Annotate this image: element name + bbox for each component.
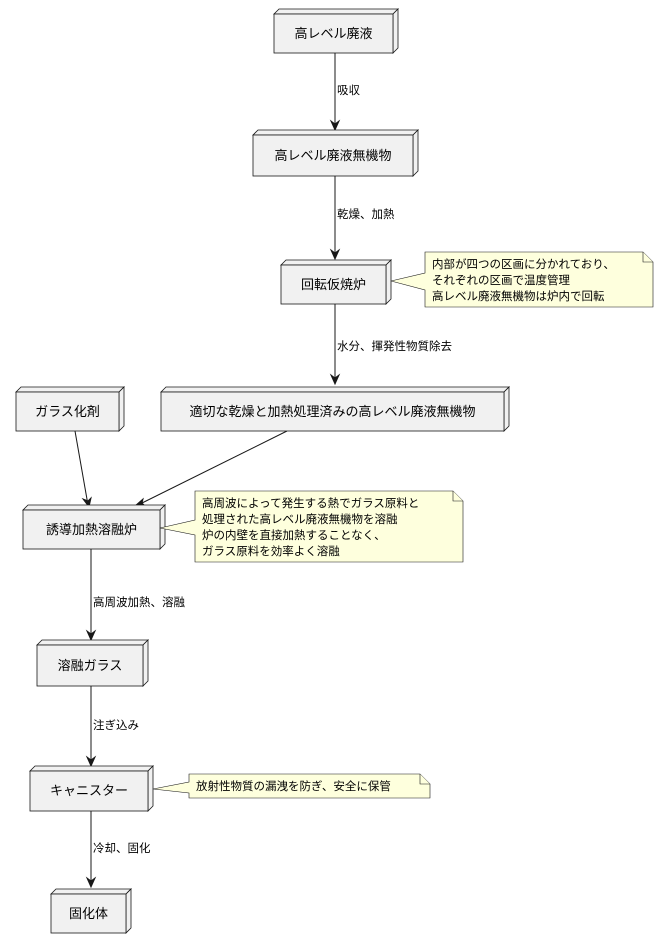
arrowhead	[85, 876, 97, 889]
edge-label-pour: 注ぎ込み	[93, 718, 139, 732]
node-label: 誘導加熱溶融炉	[46, 523, 137, 538]
node-label: 高レベル廃液	[294, 26, 372, 42]
edge-label-dry-heat: 乾燥、加熱	[337, 207, 395, 221]
note-line: 放射性物質の漏洩を防ぎ、安全に保管	[196, 779, 391, 793]
note-line: 炉の内壁を直接加熱することなく、	[202, 528, 386, 542]
edges: 吸収 乾燥、加熱 水分、揮発性物質除去 高周波加熱、溶融 注ぎ込み 冷却、固化	[74, 53, 452, 889]
node-label: 固化体	[69, 907, 108, 922]
note-canister: 放射性物質の漏洩を防ぎ、安全に保管	[152, 773, 431, 799]
node-processed: 適切な乾燥と加熱処理済みの高レベル廃液無機物	[160, 386, 510, 432]
node-label: 回転仮焼炉	[301, 278, 366, 293]
node-hlw-inorganic: 高レベル廃液無機物	[252, 129, 419, 177]
note-line: ガラス原料を効率よく溶融	[202, 544, 340, 558]
note-melter: 高周波によって発生する熱でガラス原料と 処理された高レベル廃液無機物を溶融 炉の…	[159, 490, 464, 563]
node-label: 適切な乾燥と加熱処理済みの高レベル廃液無機物	[189, 404, 475, 420]
edge-label-remove: 水分、揮発性物質除去	[337, 339, 452, 353]
node-label: キャニスター	[50, 784, 128, 799]
arrowhead	[85, 629, 97, 642]
node-label: ガラス化剤	[35, 404, 100, 420]
edge-processed-to-melter	[137, 430, 288, 506]
note-line: それぞれの区画で温度管理	[432, 273, 570, 287]
arrowhead	[329, 248, 341, 261]
node-calciner: 回転仮焼炉	[280, 259, 392, 305]
node-canister: キャニスター	[29, 765, 154, 812]
arrowhead	[329, 119, 341, 132]
note-line: 高レベル廃液無機物は炉内で回転	[432, 289, 605, 303]
node-melter: 誘導加熱溶融炉	[22, 504, 166, 550]
arrowhead	[329, 373, 341, 386]
node-molten-glass: 溶融ガラス	[36, 639, 149, 687]
edge-label-hf-melt: 高周波加熱、溶融	[93, 595, 185, 609]
node-label: 高レベル廃液無機物	[274, 148, 391, 164]
edge-label-absorb: 吸収	[337, 83, 360, 97]
note-line: 処理された高レベル廃液無機物を溶融	[202, 512, 398, 526]
note-line: 高周波によって発生する熱でガラス原料と	[202, 496, 419, 510]
edge-label-cool: 冷却、固化	[93, 841, 151, 855]
note-calciner: 内部が四つの区画に分かれており、 それぞれの区画で温度管理 高レベル廃液無機物は…	[390, 251, 654, 308]
node-solid: 固化体	[50, 888, 132, 934]
node-glass-additive: ガラス化剤	[15, 386, 125, 432]
node-label: 溶融ガラス	[58, 659, 123, 674]
note-line: 内部が四つの区画に分かれており、	[432, 257, 615, 271]
edge-additive-to-melter	[74, 430, 89, 506]
node-hlw: 高レベル廃液	[273, 8, 399, 54]
arrowhead	[85, 755, 97, 768]
